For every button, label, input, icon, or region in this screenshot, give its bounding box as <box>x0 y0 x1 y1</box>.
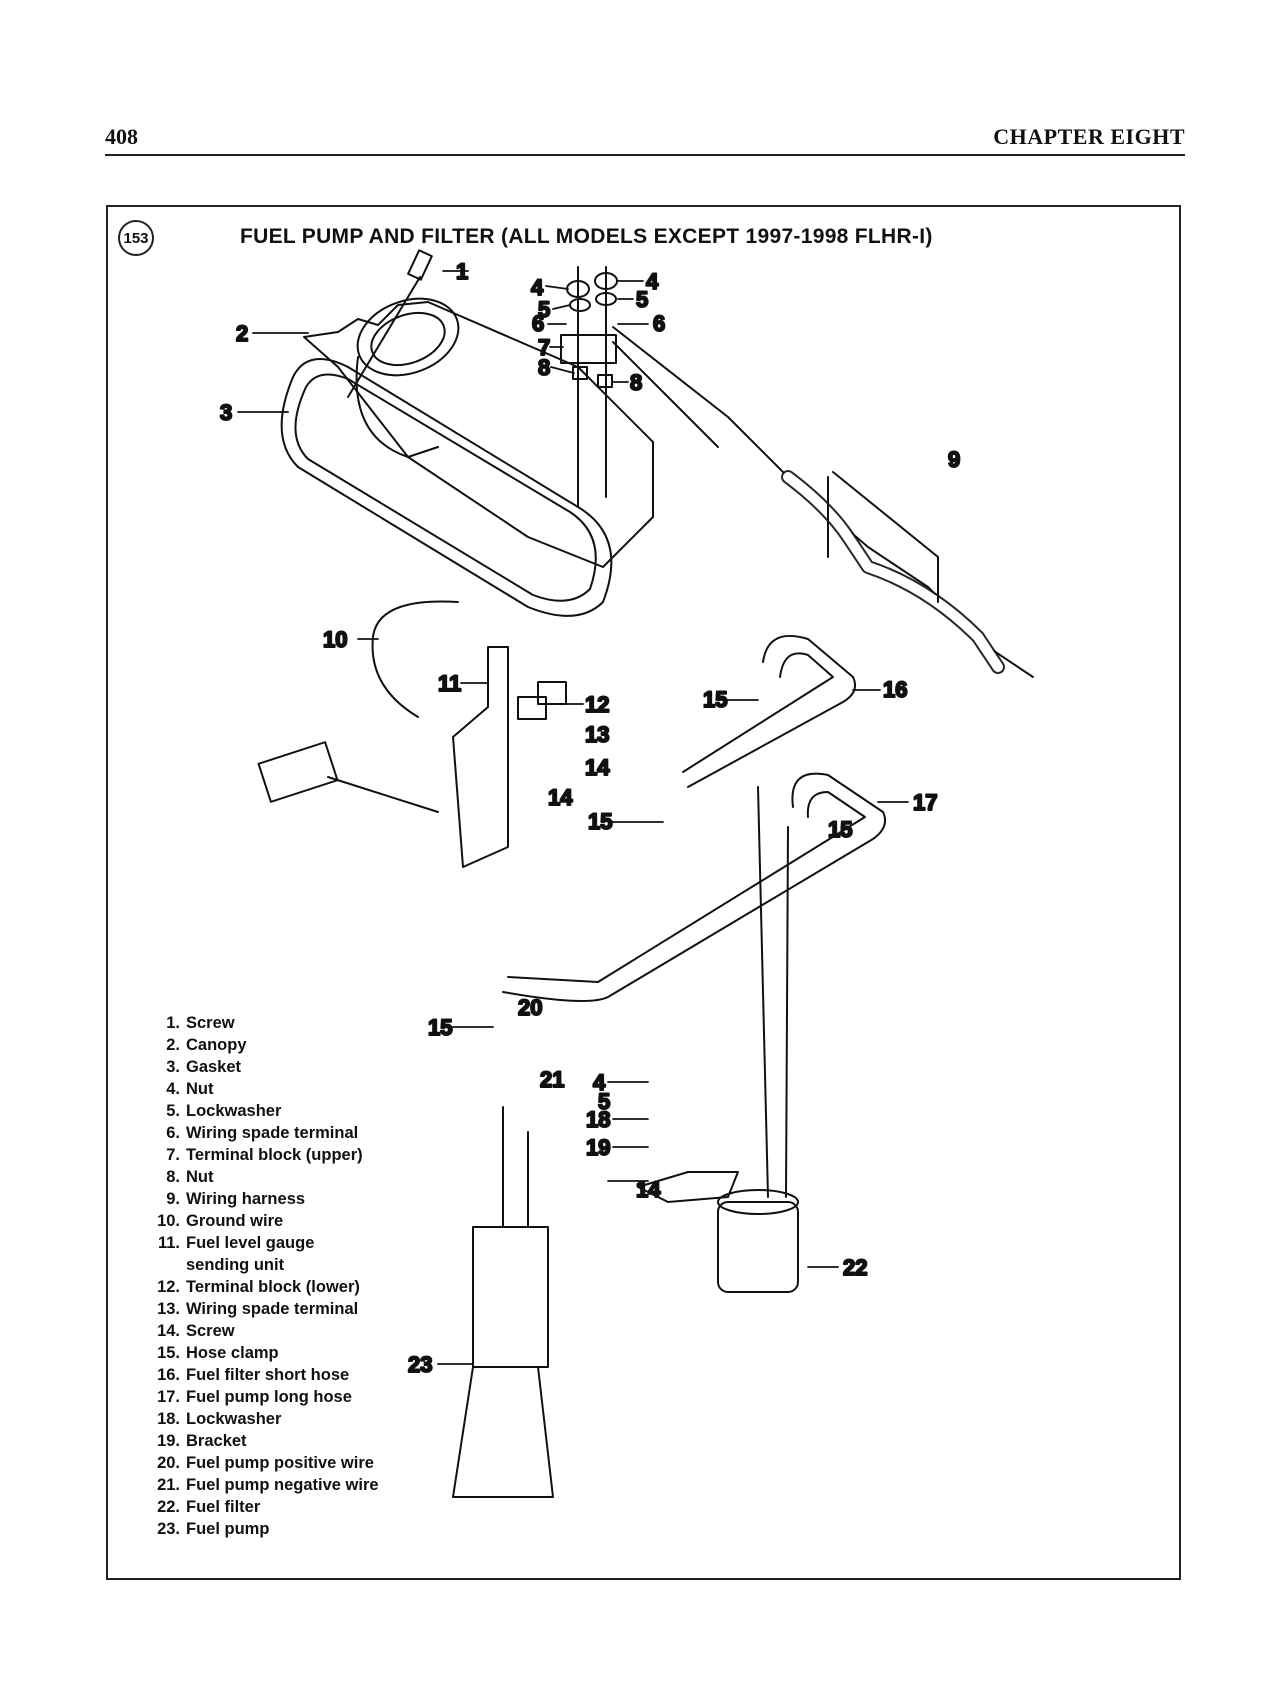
callout-19: 19 <box>586 1135 610 1160</box>
legend-item: 10.Ground wire <box>157 1212 284 1230</box>
callout-20: 20 <box>518 995 542 1020</box>
callout-14c: 14 <box>636 1177 661 1202</box>
ground-wire <box>371 600 459 718</box>
legend-item: 6.Wiring spade terminal <box>166 1124 359 1142</box>
legend-item: 4.Nut <box>166 1080 214 1098</box>
callout-8a: 8 <box>538 355 550 380</box>
callout-4a: 4 <box>531 275 544 300</box>
callout-9: 9 <box>948 447 960 472</box>
callout-18: 18 <box>586 1107 610 1132</box>
callout-1: 1 <box>456 259 468 284</box>
callout-15d: 15 <box>428 1015 452 1040</box>
exploded-parts-diagram: 1 2 3 4 4 5 5 6 6 7 8 8 9 10 11 12 13 14… <box>219 249 1034 1498</box>
legend-item: 12.Terminal block (lower) <box>157 1278 360 1296</box>
callout-3: 3 <box>220 400 232 425</box>
callout-5a: 5 <box>538 297 550 322</box>
callout-15c: 15 <box>828 817 852 842</box>
callout-14a: 14 <box>585 755 610 780</box>
canopy-drawing <box>303 301 654 568</box>
callout-14b: 14 <box>548 785 573 810</box>
legend-item: 18.Lockwasher <box>157 1410 282 1428</box>
callout-2: 2 <box>236 321 248 346</box>
callout-15b: 15 <box>588 809 612 834</box>
figure-title: FUEL PUMP AND FILTER (ALL MODELS EXCEPT … <box>240 225 933 248</box>
callout-13: 13 <box>585 722 609 747</box>
legend-item: 9.Wiring harness <box>166 1190 306 1208</box>
fuel-pump-drawing <box>472 1226 549 1368</box>
legend-item: 22.Fuel filter <box>157 1498 261 1516</box>
legend-item: 3.Gasket <box>166 1058 242 1076</box>
fuel-filter-short-hose <box>687 634 856 788</box>
page-header: 408 CHAPTER EIGHT <box>105 124 1185 156</box>
page-number: 408 <box>105 124 138 149</box>
callout-8b: 8 <box>630 370 642 395</box>
legend-item: 8.Nut <box>166 1168 214 1186</box>
legend-item: 7.Terminal block (upper) <box>166 1146 363 1164</box>
legend-item: 20.Fuel pump positive wire <box>157 1454 374 1472</box>
callout-10: 10 <box>323 627 347 652</box>
callout-12: 12 <box>585 692 609 717</box>
callout-labels: 1 2 3 4 4 5 5 6 6 7 8 8 9 10 11 12 13 14… <box>219 258 961 1378</box>
callout-15a: 15 <box>703 687 727 712</box>
callout-6a: 6 <box>532 311 544 336</box>
legend-item: 1.Screw <box>166 1014 235 1032</box>
legend-item: 13.Wiring spade terminal <box>157 1300 359 1318</box>
fuel-pump-long-hose <box>502 772 886 1002</box>
callout-4c: 4 <box>593 1070 606 1095</box>
fuel-filter-drawing <box>717 1201 799 1293</box>
legend-item: 14.Screw <box>157 1322 235 1340</box>
legend-item: 19.Bracket <box>157 1432 247 1450</box>
callout-23: 23 <box>408 1352 432 1377</box>
fuel-level-sending-unit <box>452 646 509 868</box>
callout-17: 17 <box>913 790 937 815</box>
callout-5c: 5 <box>598 1089 610 1114</box>
legend-item: 16.Fuel filter short hose <box>157 1366 350 1384</box>
legend-item: 17.Fuel pump long hose <box>157 1388 352 1406</box>
legend-item: 15.Hose clamp <box>157 1344 279 1362</box>
legend-item: 11.Fuel level gauge sending unit <box>157 1234 315 1274</box>
canopy-neck <box>356 297 460 377</box>
callout-7: 7 <box>538 335 550 360</box>
figure-frame: 153 FUEL PUMP AND FILTER (ALL MODELS EXC… <box>106 205 1181 1580</box>
callout-5b: 5 <box>636 287 648 312</box>
legend-item: 2.Canopy <box>166 1036 247 1054</box>
gasket-drawing <box>280 358 613 617</box>
callout-4b: 4 <box>646 269 659 294</box>
chapter-title: CHAPTER EIGHT <box>993 124 1185 149</box>
callout-6b: 6 <box>653 311 665 336</box>
legend-item: 23.Fuel pump <box>157 1520 270 1538</box>
figure-number-badge: 153 <box>118 220 154 256</box>
parts-legend: 1.Screw 2.Canopy 3.Gasket 4.Nut 5.Lockwa… <box>144 1012 379 1540</box>
callout-21: 21 <box>540 1067 564 1092</box>
screw-1-drawing <box>407 249 433 281</box>
callout-22: 22 <box>843 1255 867 1280</box>
callout-16: 16 <box>883 677 907 702</box>
legend-item: 5.Lockwasher <box>166 1102 282 1120</box>
callout-11: 11 <box>438 671 461 696</box>
legend-item: 21.Fuel pump negative wire <box>157 1476 379 1494</box>
